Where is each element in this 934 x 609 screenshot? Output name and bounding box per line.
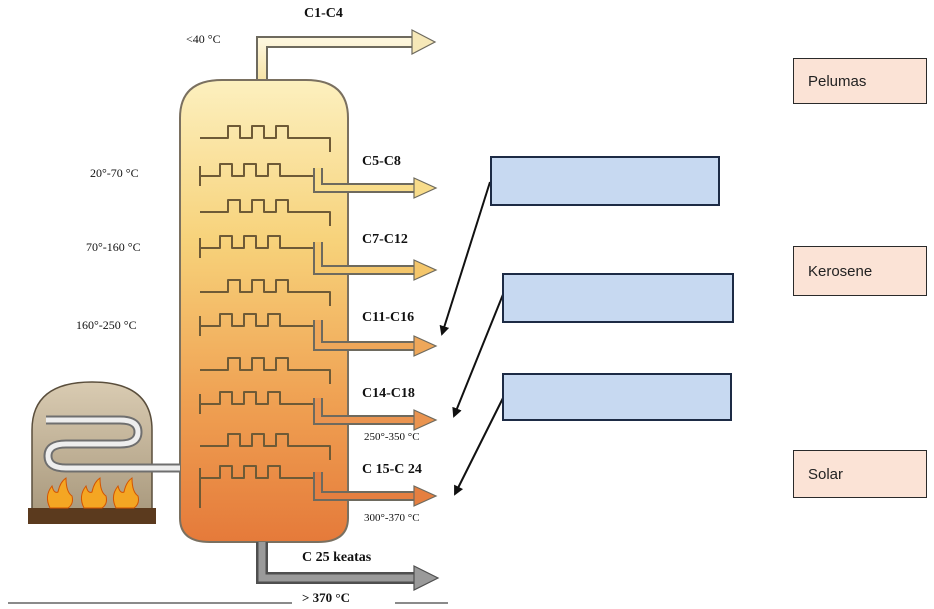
bottom-outlet-pipe <box>256 542 440 591</box>
top-fraction-label: C1-C4 <box>304 6 343 21</box>
pointer-arrows <box>439 181 505 496</box>
answer-box-kerosene[interactable]: Kerosene <box>793 246 927 296</box>
bottom-fraction-label: C 25 keatas <box>302 550 372 565</box>
blank-box-3[interactable] <box>502 373 732 421</box>
outlet-c5-c8 <box>313 168 438 199</box>
outlet-c7-c12 <box>313 242 438 281</box>
flame-icon <box>46 477 139 509</box>
furnace <box>28 381 180 524</box>
outlet-c15-c24 <box>313 472 438 507</box>
answer-box-solar[interactable]: Solar <box>793 450 927 498</box>
left-temp-2: 70°-160 °C <box>86 240 141 254</box>
left-temp-1: 20°-70 °C <box>90 166 139 180</box>
distillation-column <box>179 79 349 543</box>
outlet-c14-c18 <box>313 398 438 431</box>
fraction-label-c5-c8: C5-C8 <box>362 154 401 169</box>
blank-box-2[interactable] <box>502 273 734 323</box>
outlet-c11-c16 <box>313 320 438 357</box>
fraction-temp-c15-c24: 300°-370 °C <box>364 512 420 524</box>
column-trays <box>199 125 331 508</box>
blank-box-1[interactable] <box>490 156 720 206</box>
answer-box-pelumas[interactable]: Pelumas <box>793 58 927 104</box>
outlet-pipes <box>313 168 438 507</box>
fraction-label-c15-c24: C 15-C 24 <box>362 462 422 477</box>
fraction-label-c11-c16: C11-C16 <box>362 310 415 325</box>
top-outlet-pipe <box>256 29 437 82</box>
fraction-label-c7-c12: C7-C12 <box>362 232 408 247</box>
fraction-temp-c14-c18: 250°-350 °C <box>364 431 420 443</box>
bottom-temp-label: > 370 °C <box>302 590 350 605</box>
top-temp-label: <40 °C <box>186 32 221 46</box>
fraction-label-c14-c18: C14-C18 <box>362 386 415 401</box>
left-temp-3: 160°-250 °C <box>76 318 137 332</box>
